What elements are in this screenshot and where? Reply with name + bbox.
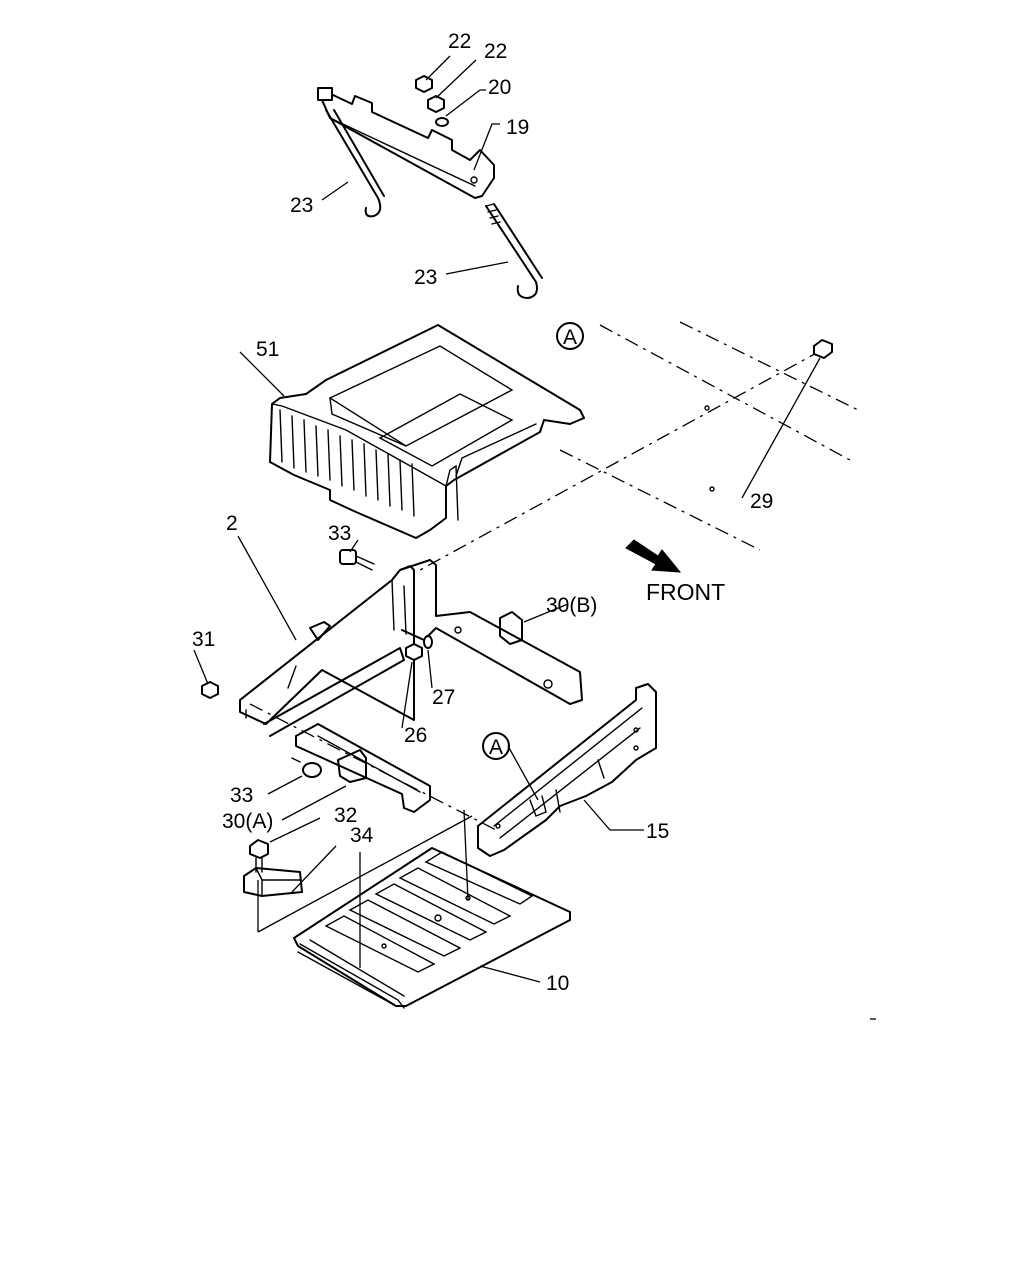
washer-27 xyxy=(423,635,433,649)
callout-51: 51 xyxy=(256,338,279,361)
clamp-34 xyxy=(243,867,303,897)
bracket-30a xyxy=(295,723,431,813)
circle-marker-a-lower: A xyxy=(482,732,510,760)
leader-lines xyxy=(249,321,859,968)
callout-31: 31 xyxy=(192,628,215,651)
washer-20 xyxy=(435,117,449,127)
nut-26 xyxy=(405,643,423,661)
front-arrow-icon xyxy=(625,539,682,573)
bolt-33-lower xyxy=(291,757,322,778)
hook-rod-lower xyxy=(485,203,543,299)
front-label: FRONT xyxy=(646,579,725,605)
battery-cover xyxy=(269,324,585,539)
callout-19: 19 xyxy=(506,116,529,139)
callout-34: 34 xyxy=(350,824,374,847)
callout-32: 32 xyxy=(334,804,357,827)
callout-leaders xyxy=(193,55,876,1020)
callout-33-upper: 33 xyxy=(328,522,351,545)
bolt-33-upper xyxy=(339,549,375,571)
bolt-29 xyxy=(704,339,833,492)
callout-10: 10 xyxy=(546,972,569,995)
callout-15: 15 xyxy=(646,820,669,843)
svg-text:A: A xyxy=(563,326,577,349)
callout-26: 26 xyxy=(404,724,427,747)
callout-2: 2 xyxy=(226,512,238,535)
circle-marker-a-upper: A xyxy=(556,322,584,350)
tray-plate xyxy=(293,847,571,1009)
nut-22b xyxy=(427,95,445,113)
callout-27: 27 xyxy=(432,686,455,709)
hook-rod-upper xyxy=(325,109,385,218)
callout-33-lower: 33 xyxy=(230,784,253,807)
bolt-32 xyxy=(249,839,269,873)
callout-30b: 30(B) xyxy=(546,594,597,617)
callout-23-lower: 23 xyxy=(414,266,437,289)
nut-22a xyxy=(415,75,433,93)
nut-31 xyxy=(201,681,219,699)
hold-down-bracket xyxy=(317,87,495,199)
svg-text:A: A xyxy=(489,736,503,759)
callout-23-upper: 23 xyxy=(290,194,313,217)
callout-30a: 30(A) xyxy=(222,810,273,833)
side-bracket-15 xyxy=(477,683,657,857)
callout-22-a: 22 xyxy=(448,30,471,53)
callout-20: 20 xyxy=(488,76,511,99)
callout-22-b: 22 xyxy=(484,40,507,63)
callout-29: 29 xyxy=(750,490,773,513)
